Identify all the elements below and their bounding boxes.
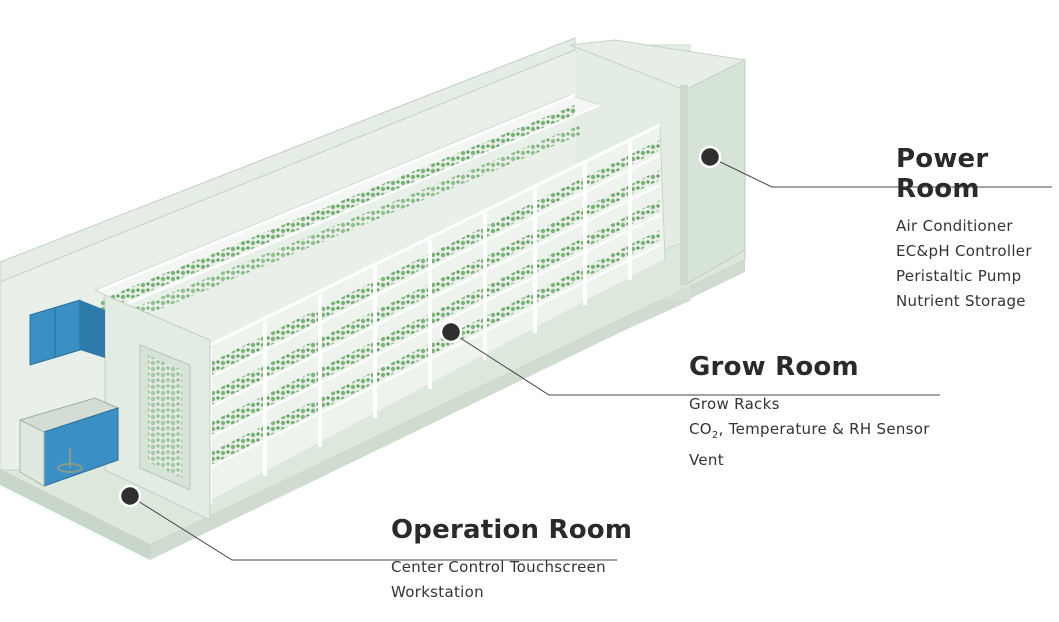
grow-room-item: Grow Racks — [689, 395, 780, 413]
leader-lines — [129, 156, 1052, 561]
grow-racks-front — [199, 123, 666, 507]
grow-racks-back — [93, 93, 602, 332]
grow-room-leader — [450, 331, 940, 396]
operation-room-title: Operation Room — [391, 515, 633, 545]
container-roof-rim — [0, 37, 576, 283]
power-room-title: Power Room — [896, 144, 989, 204]
container-front-base — [150, 260, 745, 560]
operation-room-partition — [104, 294, 211, 521]
co2-subscript: 2 — [711, 430, 719, 441]
operation-room-item: Center Control Touchscreen — [391, 558, 606, 576]
grow-room-item-sensor: CO2, Temperature & RH Sensor — [689, 417, 930, 448]
sensor-text: , Temperature & RH Sensor — [718, 420, 930, 438]
operation-room-label: Operation Room Center Control Touchscree… — [391, 515, 632, 605]
operation-room-item: Workstation — [391, 583, 484, 601]
grow-room-items: Grow Racks CO2, Temperature & RH Sensor … — [689, 392, 930, 473]
power-room-item: Nutrient Storage — [896, 292, 1026, 310]
power-room-item: Air Conditioner — [896, 217, 1013, 235]
operation-room-leader — [129, 495, 617, 561]
grow-room-marker — [439, 320, 463, 344]
power-room-item: Peristaltic Pump — [896, 267, 1022, 285]
power-room-items: Air Conditioner EC&pH Controller Perista… — [896, 214, 1059, 314]
power-room-leader — [709, 156, 1052, 188]
power-room-label: Power Room Air Conditioner EC&pH Control… — [896, 144, 1059, 314]
power-room-item: EC&pH Controller — [896, 242, 1032, 260]
workstation-cabinets — [18, 299, 120, 487]
operation-room-marker — [118, 484, 142, 508]
power-room-marker — [698, 145, 722, 169]
co2-text: CO — [689, 420, 712, 438]
grow-room-item: Vent — [689, 451, 724, 469]
grow-room-title: Grow Room — [689, 352, 859, 382]
operation-room-items: Center Control Touchscreen Workstation — [391, 555, 632, 605]
grow-room-label: Grow Room Grow Racks CO2, Temperature & … — [689, 352, 930, 473]
